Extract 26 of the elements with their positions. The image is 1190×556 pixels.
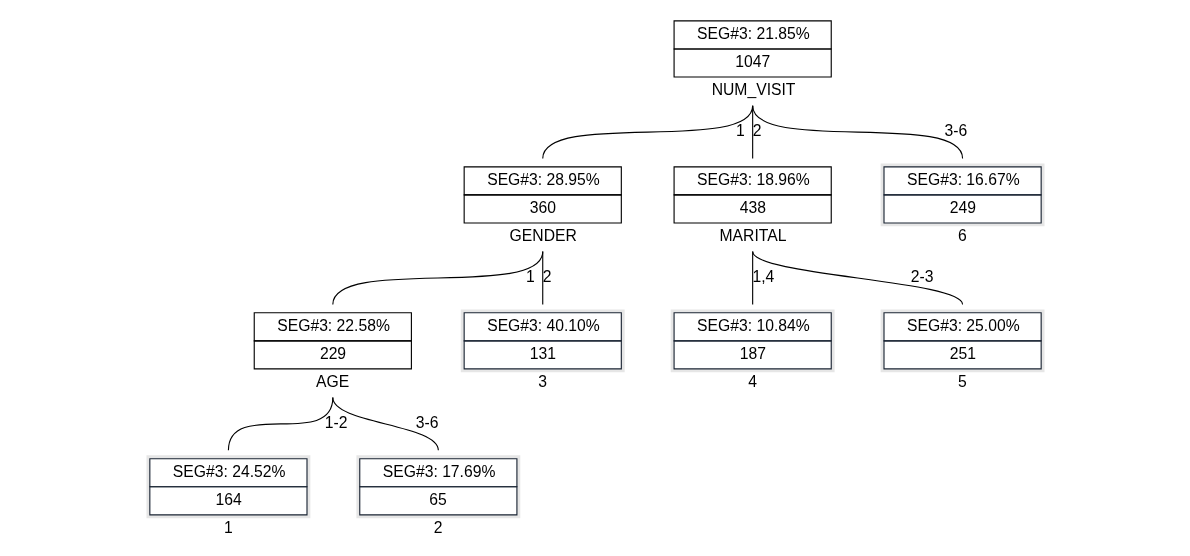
edge-label: 3-6 — [943, 122, 967, 140]
connector — [751, 251, 753, 305]
node-label: GENDER — [509, 227, 577, 245]
connector — [751, 105, 963, 159]
node-label: 4 — [747, 373, 757, 391]
edge-label: 2 — [542, 268, 552, 286]
connector — [227, 397, 333, 451]
edge-label: 1,4 — [751, 268, 774, 286]
node-label: AGE — [315, 373, 349, 391]
connector — [331, 251, 543, 305]
connector — [751, 251, 963, 305]
node-label: 3 — [537, 373, 547, 391]
edge-label: 1 — [525, 268, 535, 286]
connector — [541, 251, 543, 305]
edge-label: 3-6 — [415, 414, 438, 432]
node-label: NUM_VISIT — [711, 81, 795, 99]
node-label: 1 — [223, 519, 233, 537]
node-label: 2 — [433, 519, 443, 537]
edge-label: 1 — [735, 122, 745, 140]
edge-label: 1-2 — [324, 414, 348, 432]
node-label: MARITAL — [719, 227, 786, 245]
node-label: 6 — [957, 227, 967, 245]
node-label: 5 — [957, 373, 967, 391]
edge-label: 2-3 — [910, 268, 934, 286]
connector — [331, 397, 439, 451]
edge-label: 2 — [752, 122, 762, 140]
